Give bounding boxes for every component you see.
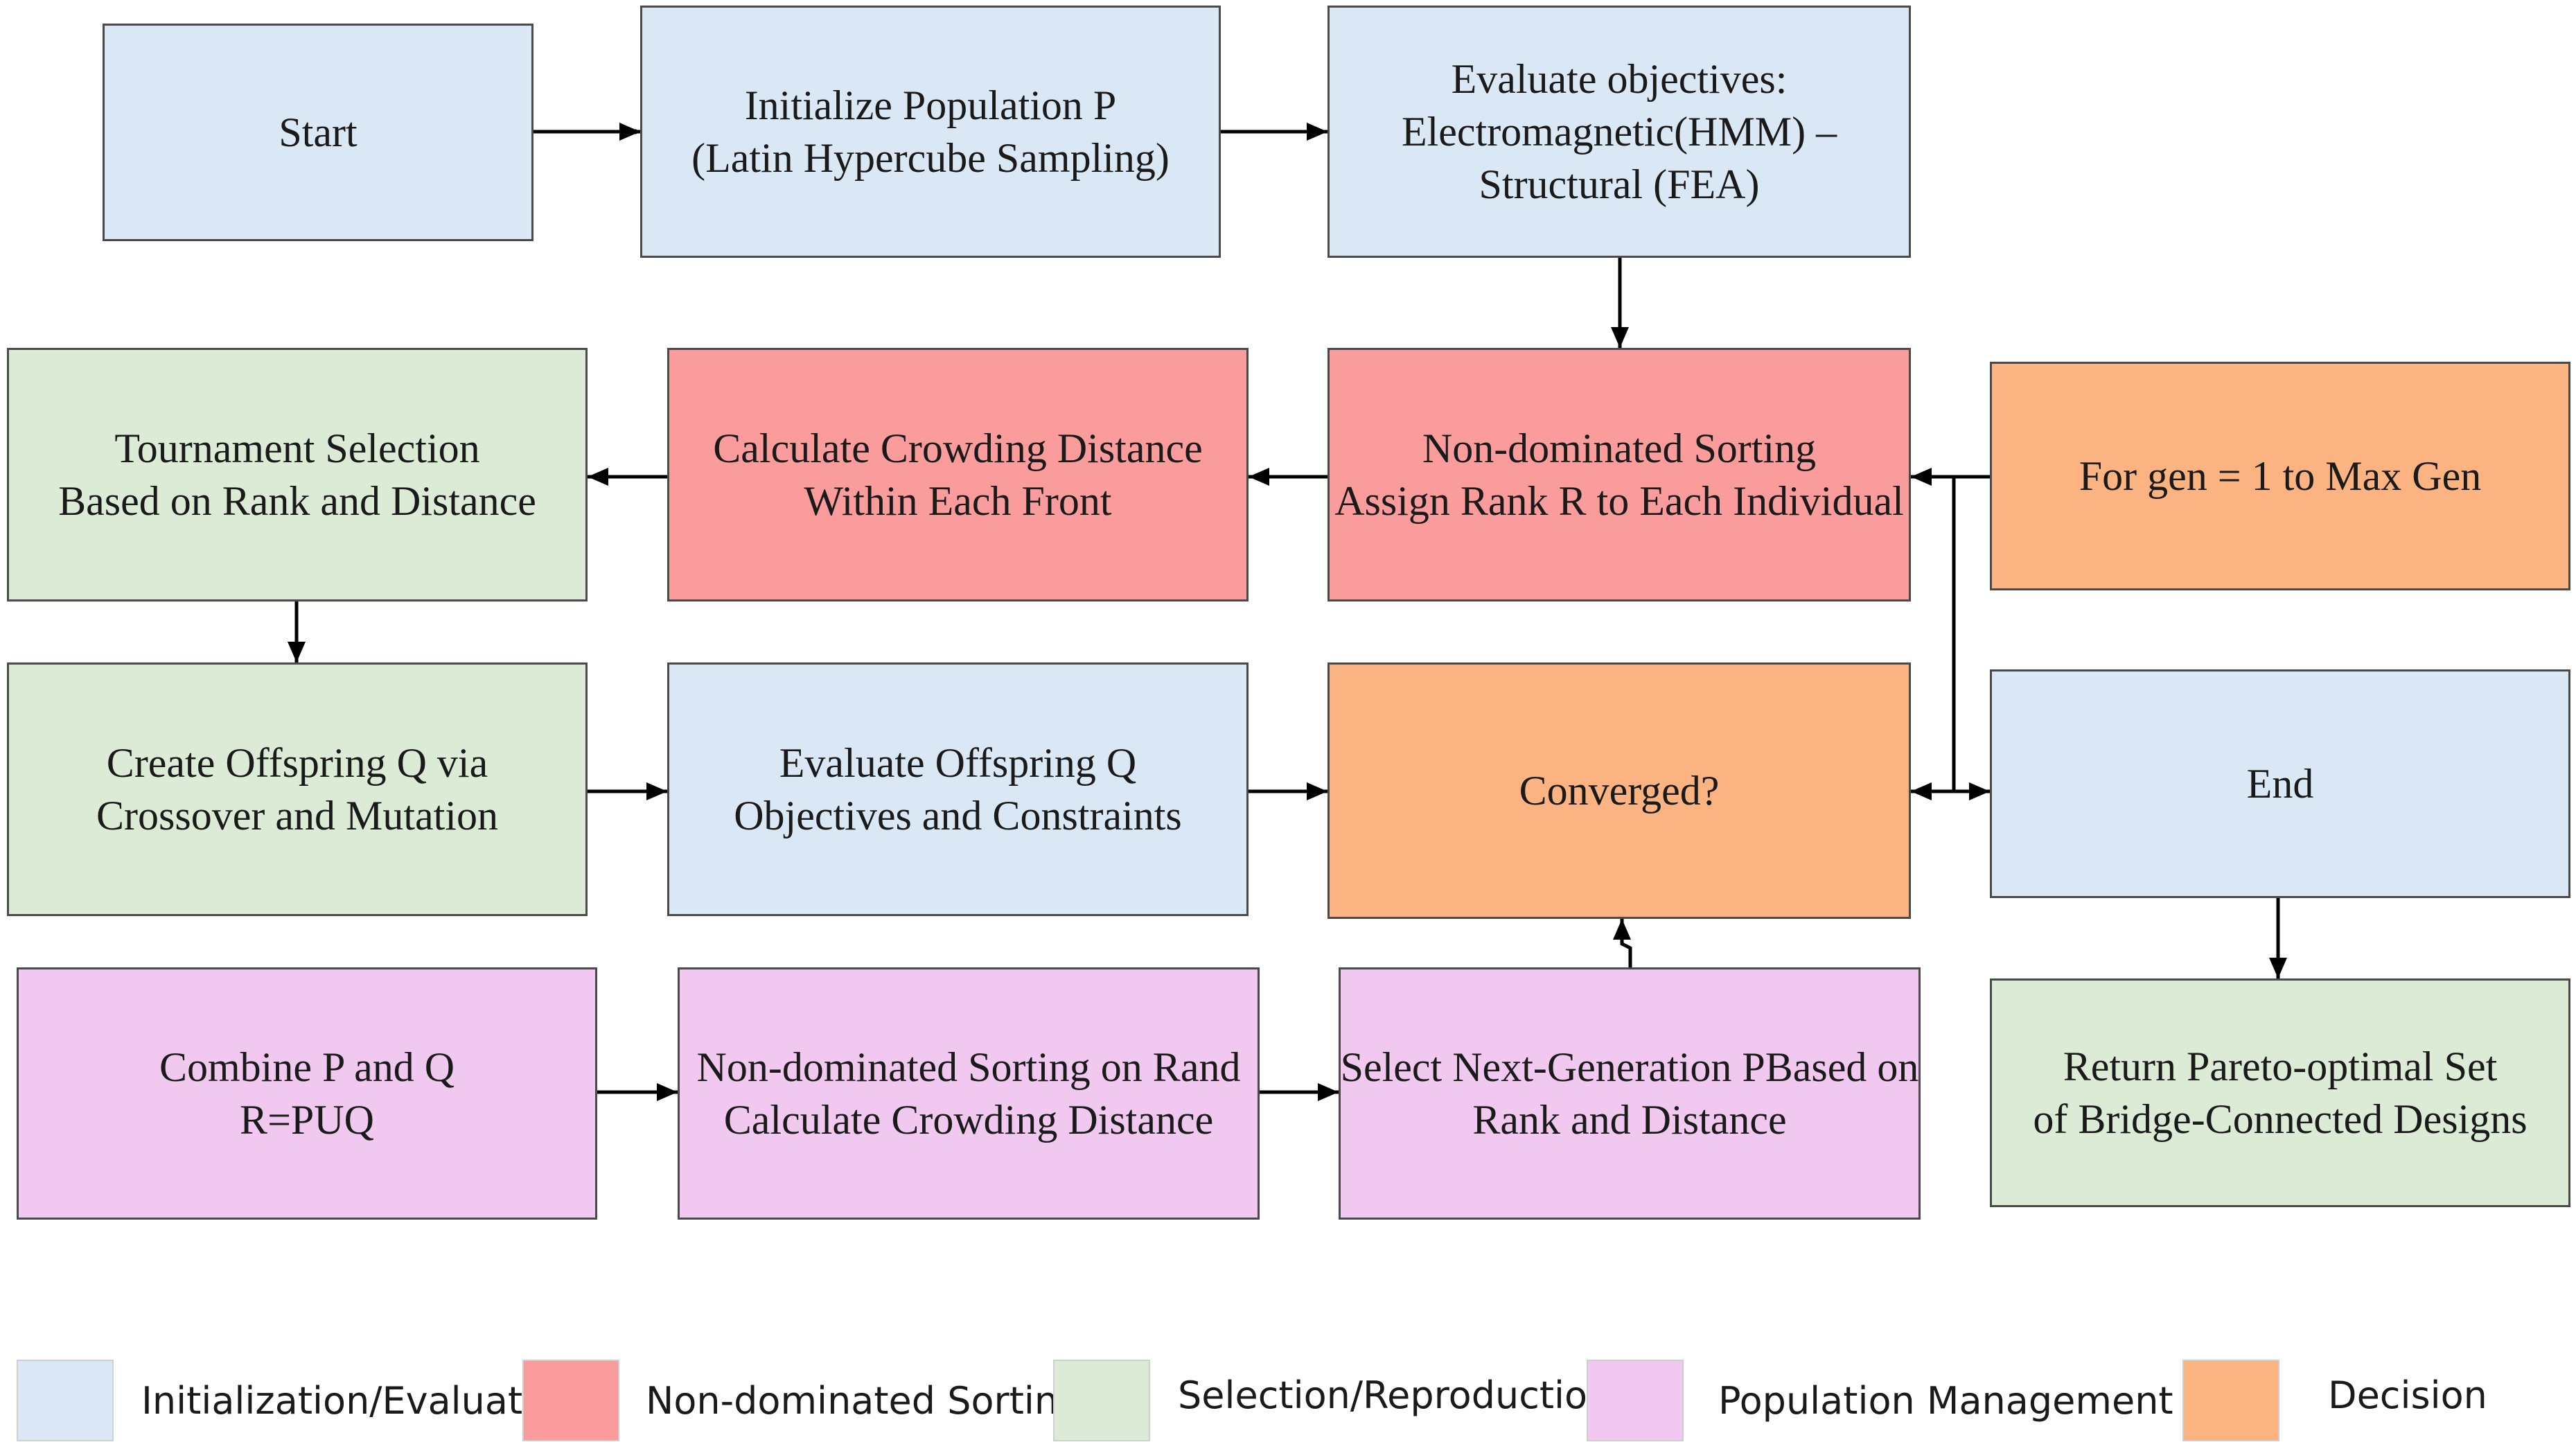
node-crowding-distance-line-1: Calculate Crowding Distance [713, 425, 1203, 471]
node-non-dominated-sorting-line-1: Non-dominated Sorting [1422, 425, 1817, 471]
arrowhead [1911, 782, 1932, 800]
node-tournament-selection-line-1: Tournament Selection [114, 425, 480, 471]
node-combine-p-q-line-1: Combine P and Q [159, 1044, 455, 1090]
node-non-dominated-sorting-r: Non-dominated Sorting on Rand Calculate … [678, 967, 1260, 1220]
node-evaluate-offspring: Evaluate Offspring Q Objectives and Cons… [667, 662, 1249, 916]
node-tournament-selection: Tournament Selection Based on Rank and D… [7, 348, 588, 601]
node-for-gen-loop: For gen = 1 to Max Gen [1990, 362, 2570, 590]
node-create-offspring-line-2: Crossover and Mutation [96, 793, 498, 838]
node-evaluate-objectives-line-1: Evaluate objectives: [1451, 56, 1788, 102]
node-non-dominated-sorting-r-line-2: Calculate Crowding Distance [723, 1097, 1214, 1143]
arrowhead [1613, 919, 1631, 940]
legend-swatch-initialization-evaluation [17, 1360, 114, 1441]
node-return-pareto-set: Return Pareto-optimal Set of Bridge-Conn… [1990, 978, 2570, 1207]
node-crowding-distance: Calculate Crowding Distance Within Each … [667, 348, 1249, 601]
legend-swatch-selection-reproduction [1053, 1360, 1150, 1441]
node-converged-decision-line-1: Converged? [1519, 768, 1720, 814]
node-return-pareto-set-line-1: Return Pareto-optimal Set [2063, 1044, 2498, 1089]
node-crowding-distance-line-2: Within Each Front [804, 478, 1112, 524]
legend-label-non-dominated-sorting: Non-dominated Sorting [646, 1379, 1082, 1423]
legend-label-selection-reproduction: Selection/Reproduction [1178, 1373, 1612, 1417]
arrowhead [1611, 327, 1629, 348]
node-initialize-population-line-2: (Latin Hypercube Sampling) [691, 135, 1170, 181]
arrowhead [646, 782, 667, 800]
arrowhead [588, 468, 608, 486]
legend-swatch-decision [2182, 1360, 2279, 1441]
node-non-dominated-sorting-line-2: Assign Rank R to Each Individual [1334, 478, 1904, 524]
legend-label-initialization-evaluation: Initialization/Evaluation [141, 1379, 580, 1423]
arrowhead [1969, 782, 1990, 800]
node-create-offspring: Create Offspring Q via Crossover and Mut… [7, 662, 588, 916]
node-non-dominated-sorting-r-line-1: Non-dominated Sorting on Rand [696, 1044, 1241, 1090]
node-initialize-population: Initialize Population P (Latin Hypercube… [640, 6, 1221, 258]
node-select-next-generation-line-2: Rank and Distance [1472, 1097, 1787, 1143]
arrowhead [619, 123, 640, 141]
node-evaluate-objectives: Evaluate objectives: Electromagnetic(HMM… [1327, 6, 1911, 258]
arrowhead [657, 1083, 678, 1101]
node-for-gen-loop-line-1: For gen = 1 to Max Gen [2079, 453, 2482, 499]
arrowhead [288, 642, 306, 662]
legend-swatch-non-dominated-sorting [522, 1360, 619, 1441]
node-end-line-1: End [2246, 761, 2314, 807]
node-non-dominated-sorting: Non-dominated Sorting Assign Rank R to E… [1327, 348, 1911, 601]
node-create-offspring-line-1: Create Offspring Q via [106, 740, 488, 786]
legend-label-population-management: Population Management [1718, 1379, 2173, 1423]
arrowhead [1249, 468, 1269, 486]
node-converged-decision: Converged? [1327, 662, 1911, 919]
arrowhead [1307, 782, 1327, 800]
node-evaluate-offspring-line-2: Objectives and Constraints [734, 793, 1182, 838]
node-select-next-generation: Select Next-Generation PBased on Rank an… [1339, 967, 1921, 1220]
legend-label-decision: Decision [2328, 1373, 2487, 1417]
node-start-line-1: Start [279, 109, 358, 155]
node-evaluate-objectives-line-3: Structural (FEA) [1479, 161, 1760, 207]
node-combine-p-q-line-2: R=PUQ [240, 1097, 374, 1143]
arrowhead [1318, 1083, 1339, 1101]
node-end: End [1990, 669, 2570, 898]
node-tournament-selection-line-2: Based on Rank and Distance [58, 478, 536, 524]
node-combine-p-q: Combine P and Q R=PUQ [17, 967, 597, 1220]
node-select-next-generation-line-1: Select Next-Generation PBased on [1340, 1044, 1919, 1090]
arrowhead [1307, 123, 1327, 141]
arrow-loop-converged-to-nds [1911, 477, 1956, 793]
node-evaluate-objectives-line-2: Electromagnetic(HMM) – [1401, 109, 1837, 155]
node-initialize-population-line-1: Initialize Population P [744, 82, 1117, 128]
node-evaluate-offspring-line-1: Evaluate Offspring Q [779, 740, 1137, 786]
arrowhead [2269, 958, 2287, 978]
node-return-pareto-set-line-2: of Bridge-Connected Designs [2033, 1096, 2528, 1142]
arrowhead [1911, 468, 1932, 486]
node-start: Start [103, 24, 533, 241]
legend-swatch-population-management [1587, 1360, 1684, 1441]
